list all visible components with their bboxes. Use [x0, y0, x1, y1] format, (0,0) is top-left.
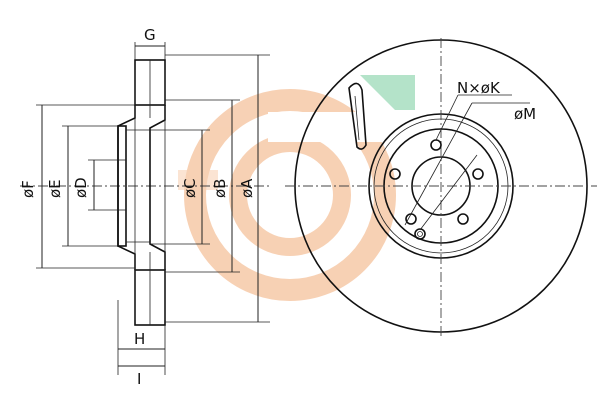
label-H: H [134, 330, 145, 348]
bolt-hole [472, 168, 484, 180]
label-D: øD [72, 177, 90, 198]
locating-hole [414, 228, 426, 240]
label-E: øE [46, 179, 64, 198]
hub-face [117, 125, 127, 247]
leader-M [404, 102, 473, 226]
label-A: øA [238, 178, 256, 198]
side-section-view [20, 42, 270, 375]
label-B: øB [211, 179, 229, 198]
label-I: I [137, 370, 141, 388]
label-F: øF [19, 180, 37, 198]
label-G: G [144, 26, 156, 44]
wear-slot [348, 82, 367, 150]
label-NK: N×øK [457, 79, 501, 97]
label-M: øM [514, 105, 536, 123]
leader-NK [435, 94, 459, 141]
front-view [285, 38, 597, 336]
bolt-hole [405, 213, 417, 225]
bolt-hole [457, 213, 469, 225]
label-C: øC [181, 178, 199, 198]
bolt-hole [389, 168, 401, 180]
bolt-hole [430, 139, 442, 151]
